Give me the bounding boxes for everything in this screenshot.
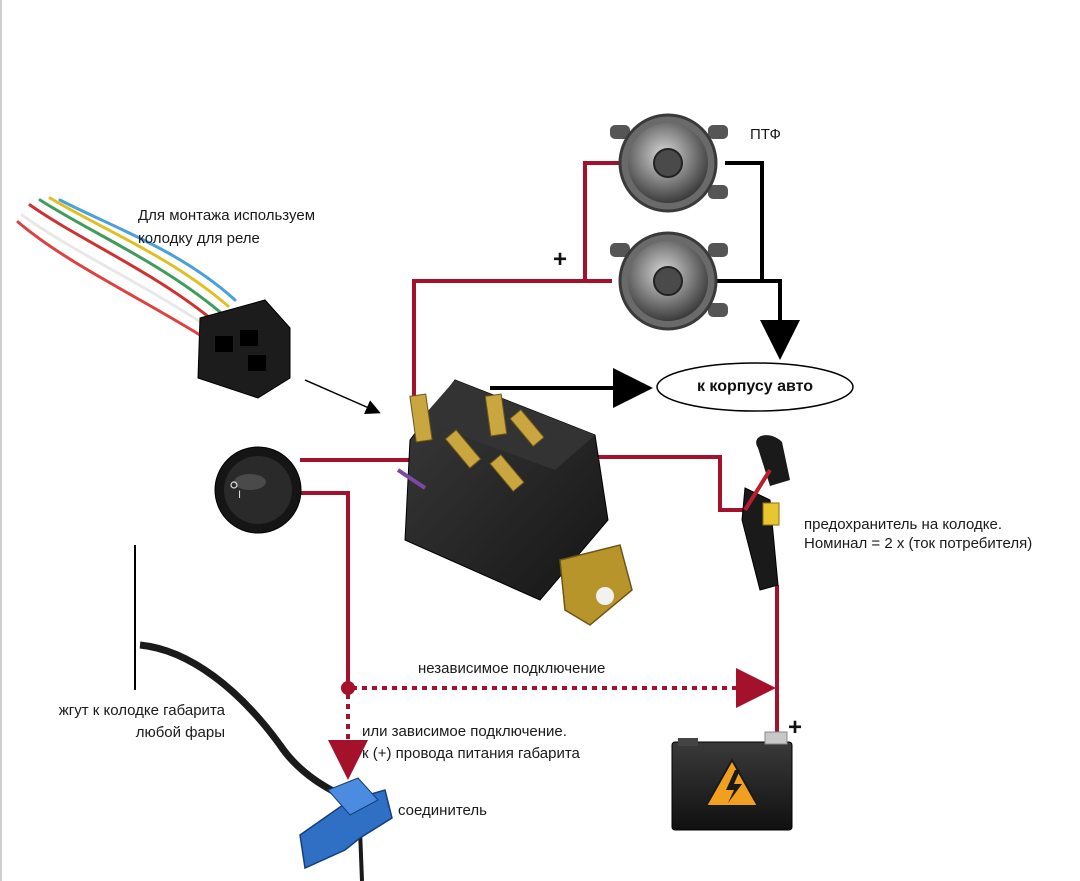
mount-note-line1: Для монтажа используем <box>138 207 316 224</box>
harness-note-line1: жгут к колодке габарита <box>58 702 225 719</box>
plus-sign-battery: + <box>788 714 803 741</box>
positive-wires <box>300 161 779 740</box>
junction-point <box>341 681 355 695</box>
dependent-connection-line2: к (+) провода питания габарита <box>362 745 580 762</box>
fuse-note-line2: Номинал = 2 х (ток потребителя) <box>804 535 1033 552</box>
switch-icon: I <box>214 446 302 534</box>
battery-icon <box>671 731 793 831</box>
socket-pointer-arrow <box>304 379 381 415</box>
connector-label: соединитель <box>398 802 487 819</box>
mount-note-line2: колодку для реле <box>138 230 260 247</box>
splice-connector-icon <box>299 777 393 870</box>
fog-lamp-icon <box>610 113 728 213</box>
ground-label: к корпусу авто <box>696 378 814 395</box>
dotted-connections <box>328 668 776 780</box>
ground-wires <box>490 161 800 408</box>
independent-connection-label: независимое подключение <box>418 660 606 677</box>
fog-lamp-icon <box>610 231 728 331</box>
harness-note-line2: любой фары <box>135 724 225 741</box>
dependent-connection-line1: или зависимое подключение. <box>362 723 567 740</box>
plus-sign-lamps: + <box>553 246 568 273</box>
relay-icon <box>396 379 633 626</box>
relay-socket-icon <box>16 196 291 399</box>
fuse-holder-icon <box>741 435 790 591</box>
ground-oval <box>656 362 854 412</box>
fuse-note-line1: предохранитель на колодке. <box>804 516 1002 533</box>
svg-text:I: I <box>238 489 241 501</box>
ptf-label: ПТФ <box>750 126 781 143</box>
